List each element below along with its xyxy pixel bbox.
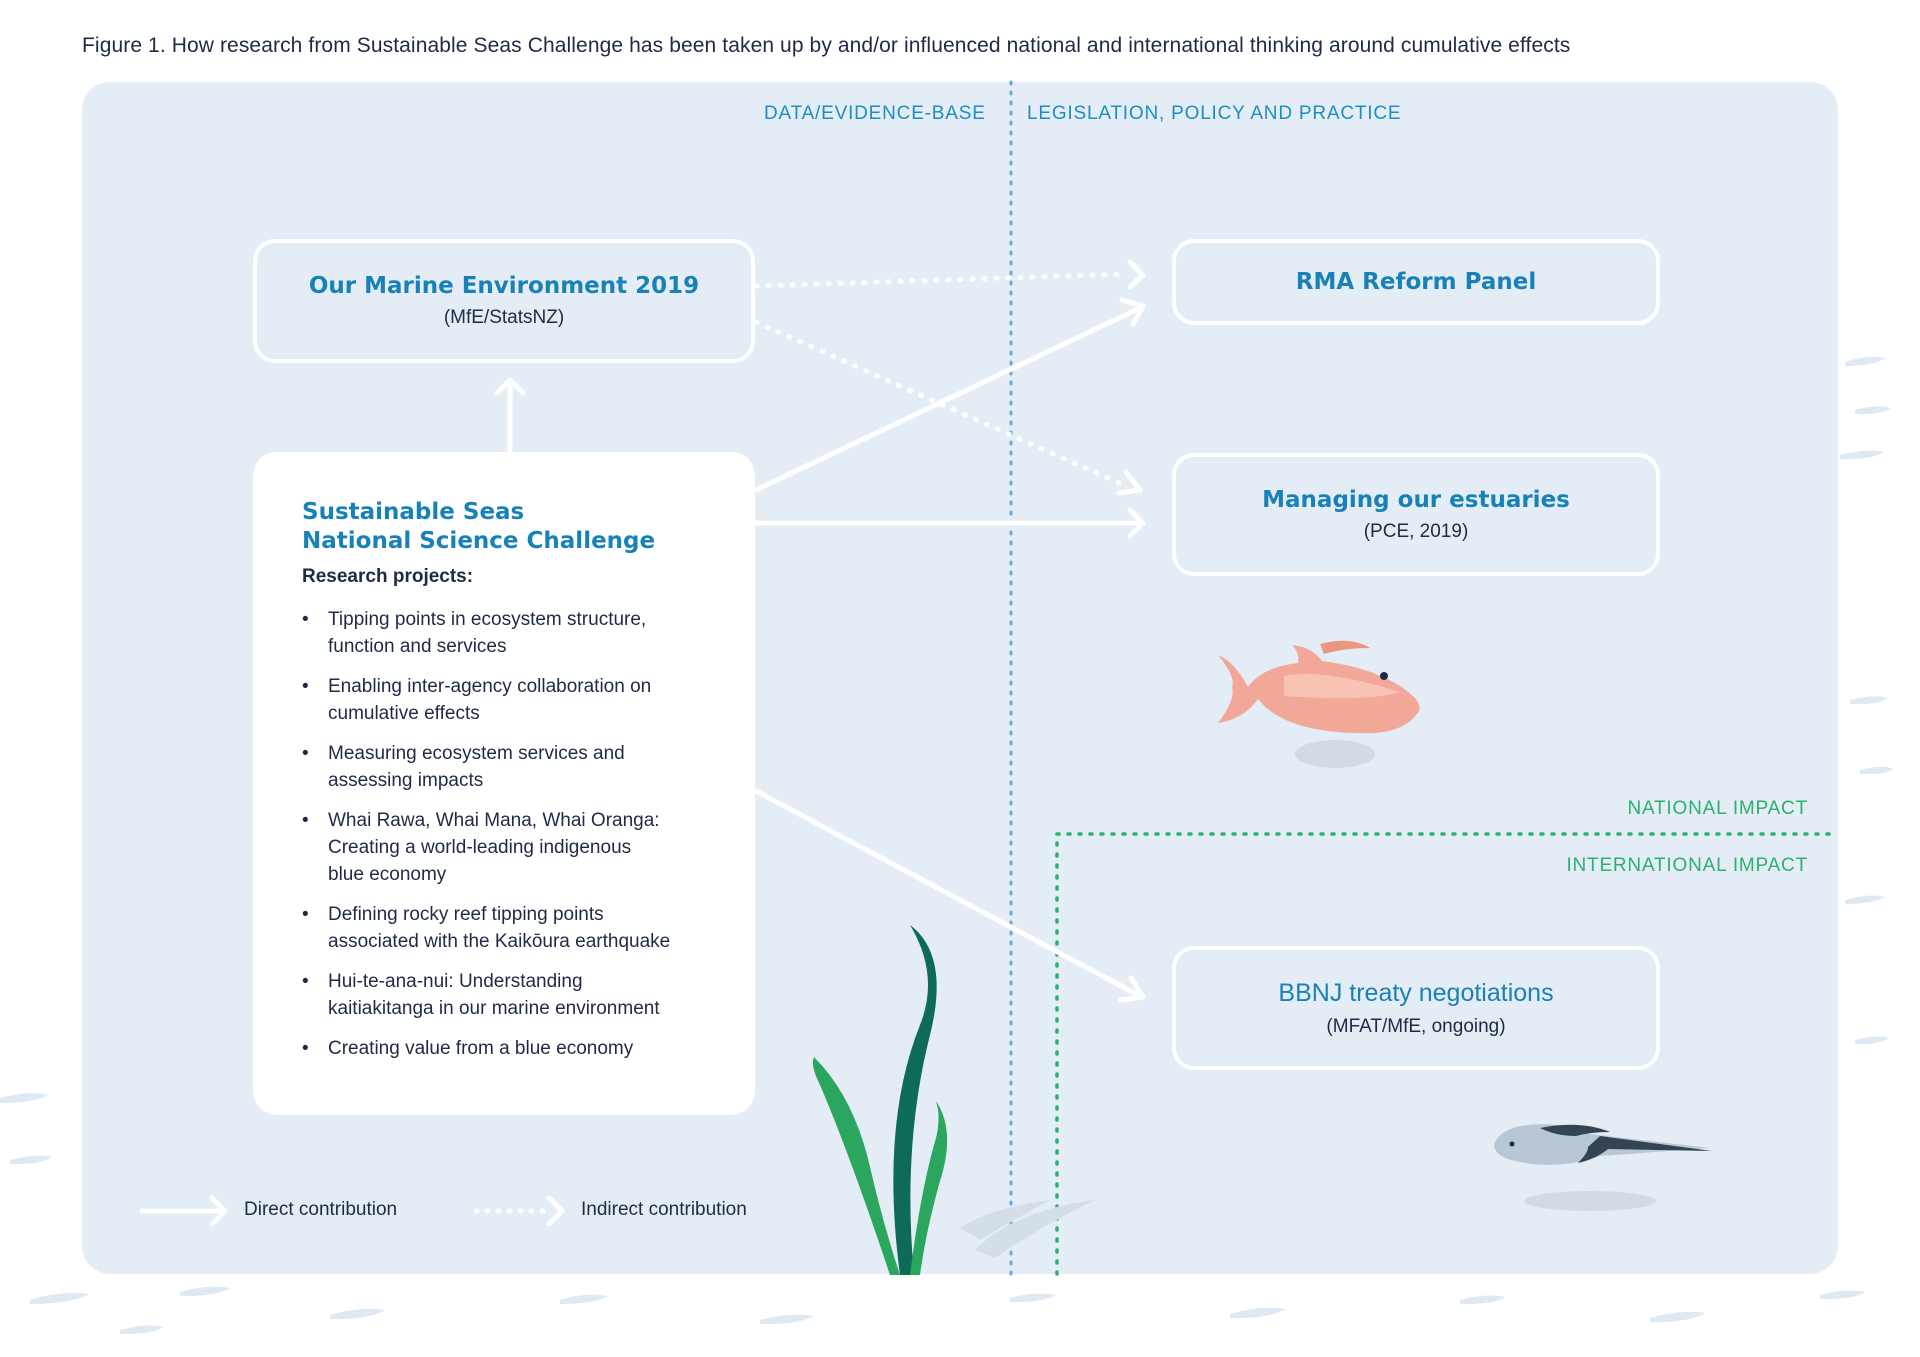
arrow-challenge-to-marine-env [494,377,526,455]
figure-title: Figure 1. How research from Sustainable … [82,34,1571,57]
node-bbnj-treaty: BBNJ treaty negotiations (MFAT/MfE, ongo… [1172,946,1660,1070]
node-subtitle: (MfE/StatsNZ) [443,307,565,328]
arrow-marine-env-to-estuaries [753,319,1143,496]
seaweed-icon [812,925,1095,1275]
challenge-title-line2: National Science Challenge [302,528,656,554]
project-item: Hui-te-ana-nui: Understanding kaitiakita… [302,968,725,1022]
project-list: Tipping points in ecosystem structure, f… [302,606,725,1062]
column-label-policy: LEGISLATION, POLICY AND PRACTICE [1027,103,1402,124]
project-line: Whai Rawa, Whai Mana, Whai Oranga: [328,810,660,831]
node-title: Our Marine Environment 2019 [308,273,700,299]
project-item: Measuring ecosystem services and assessi… [302,740,725,794]
grey-fish-icon [1494,1124,1712,1211]
arrow-marine-env-to-rma [753,259,1146,290]
node-managing-estuaries: Managing our estuaries (PCE, 2019) [1172,453,1660,576]
project-line: kaitiakitanga in our marine environment [328,998,660,1019]
project-line: Hui-te-ana-nui: Understanding [328,971,583,992]
node-subtitle: (MFAT/MfE, ongoing) [1326,1015,1506,1037]
column-label-evidence: DATA/EVIDENCE-BASE [764,103,986,124]
node-title: Managing our estuaries [1262,486,1570,513]
snapper-fish-icon [1218,640,1420,768]
legend-indirect-arrow [473,1195,565,1227]
project-item: Creating value from a blue economy [302,1035,725,1062]
project-line: Creating value from a blue economy [328,1038,634,1059]
node-title: RMA Reform Panel [1295,269,1537,295]
project-line: Enabling inter-agency collaboration on [328,676,652,697]
project-item: Tipping points in ecosystem structure, f… [302,606,725,660]
challenge-subtitle: Research projects: [302,566,474,587]
challenge-title-line1: Sustainable Seas [302,499,525,525]
project-line: associated with the Kaikōura earthquake [328,931,671,952]
project-line: Tipping points in ecosystem structure, [328,609,647,630]
project-line: cumulative effects [328,703,480,724]
project-line: Defining rocky reef tipping points [328,904,604,925]
legend-direct-label: Direct contribution [244,1199,398,1220]
international-impact-label: INTERNATIONAL IMPACT [1566,855,1808,876]
wave-ripple-icon [0,356,1894,1335]
arrow-challenge-to-bbnj [753,788,1146,1003]
project-line: blue economy [328,864,447,885]
arrow-challenge-to-rma [753,297,1146,493]
legend-direct-arrow [139,1195,228,1227]
challenge-card: Sustainable Seas National Science Challe… [253,452,755,1115]
challenge-title: Sustainable Seas National Science Challe… [302,498,725,556]
node-subtitle: (PCE, 2019) [1363,520,1469,542]
project-item: Whai Rawa, Whai Mana, Whai Oranga: Creat… [302,807,725,888]
project-item: Defining rocky reef tipping points assoc… [302,901,725,955]
project-line: assessing impacts [328,770,484,791]
legend-indirect-label: Indirect contribution [581,1199,747,1220]
project-line: Creating a world-leading indigenous [328,837,632,858]
node-title: BBNJ treaty negotiations [1278,978,1554,1007]
impact-boundary [1055,832,1840,1276]
node-rma-reform-panel: RMA Reform Panel [1172,239,1660,325]
project-item: Enabling inter-agency collaboration on c… [302,673,725,727]
arrow-challenge-to-estuaries [753,507,1146,539]
node-our-marine-environment: Our Marine Environment 2019 (MfE/StatsNZ… [253,239,755,363]
project-line: function and services [328,636,507,657]
national-impact-label: NATIONAL IMPACT [1627,798,1808,819]
project-line: Measuring ecosystem services and [328,743,625,764]
